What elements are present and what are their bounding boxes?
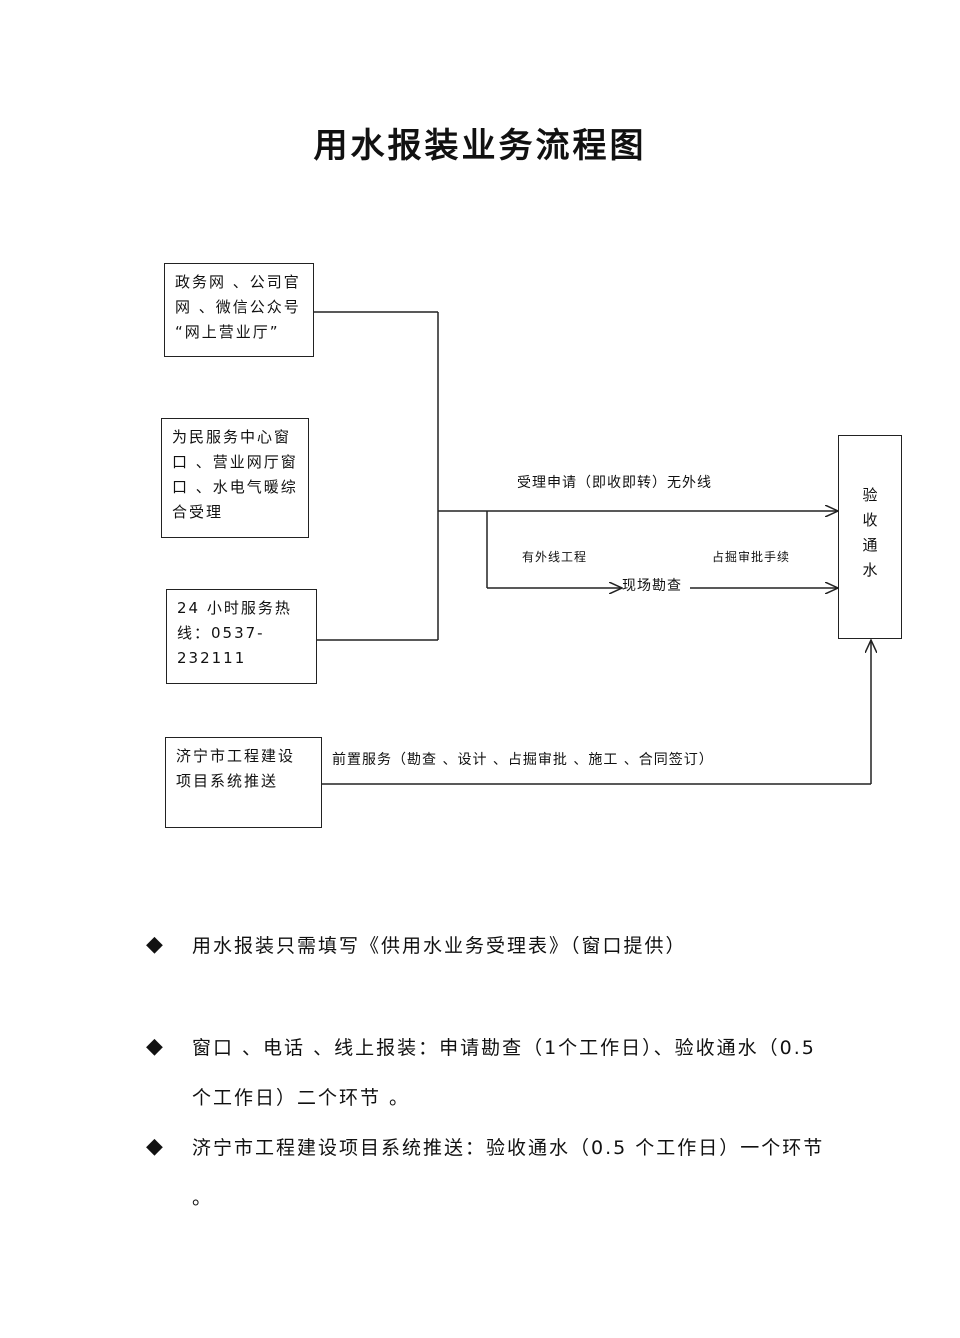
channel-window-box: 为民服务中心窗口 、营业网厅窗口 、水电气暖综合受理 bbox=[161, 418, 309, 538]
page-title: 用水报装业务流程图 bbox=[313, 126, 647, 166]
edge-label-has-line: 有外线工程 bbox=[522, 550, 588, 564]
note-item: 济宁市工程建设项目系统推送：验收通水（0.5 个工作日）一个环节 。 bbox=[192, 1137, 825, 1209]
target-label: 验收通水 bbox=[860, 487, 879, 587]
target-acceptance-box: 验收通水 bbox=[838, 435, 902, 639]
survey-node: 现场勘查 bbox=[622, 578, 682, 594]
channel-project-system-box: 济宁市工程建设项目系统推送 bbox=[165, 737, 322, 828]
note-item: 窗口 、电话 、线上报装：申请勘查（1个工作日）、验收通水（0.5个工作日）二个… bbox=[192, 1037, 816, 1109]
edge-label-pre-service: 前置服务（勘查 、设计 、占掘审批 、施工 、合同签订） bbox=[332, 752, 714, 768]
diamond-bullet-icon: ◆ bbox=[146, 1034, 163, 1059]
channel-online-box: 政务网 、公司官网 、微信公众号 “网上营业厅” bbox=[164, 263, 314, 357]
diamond-bullet-icon: ◆ bbox=[146, 1134, 163, 1159]
note-item: 用水报装只需填写《供用水业务受理表》（窗口提供） bbox=[192, 935, 687, 957]
edge-label-permit: 占掘审批手续 bbox=[712, 550, 791, 564]
edge-label-accept: 受理申请（即收即转）无外线 bbox=[517, 475, 712, 491]
channel-hotline-box: 24 小时服务热线：0537-232111 bbox=[166, 589, 317, 684]
diamond-bullet-icon: ◆ bbox=[146, 932, 163, 957]
